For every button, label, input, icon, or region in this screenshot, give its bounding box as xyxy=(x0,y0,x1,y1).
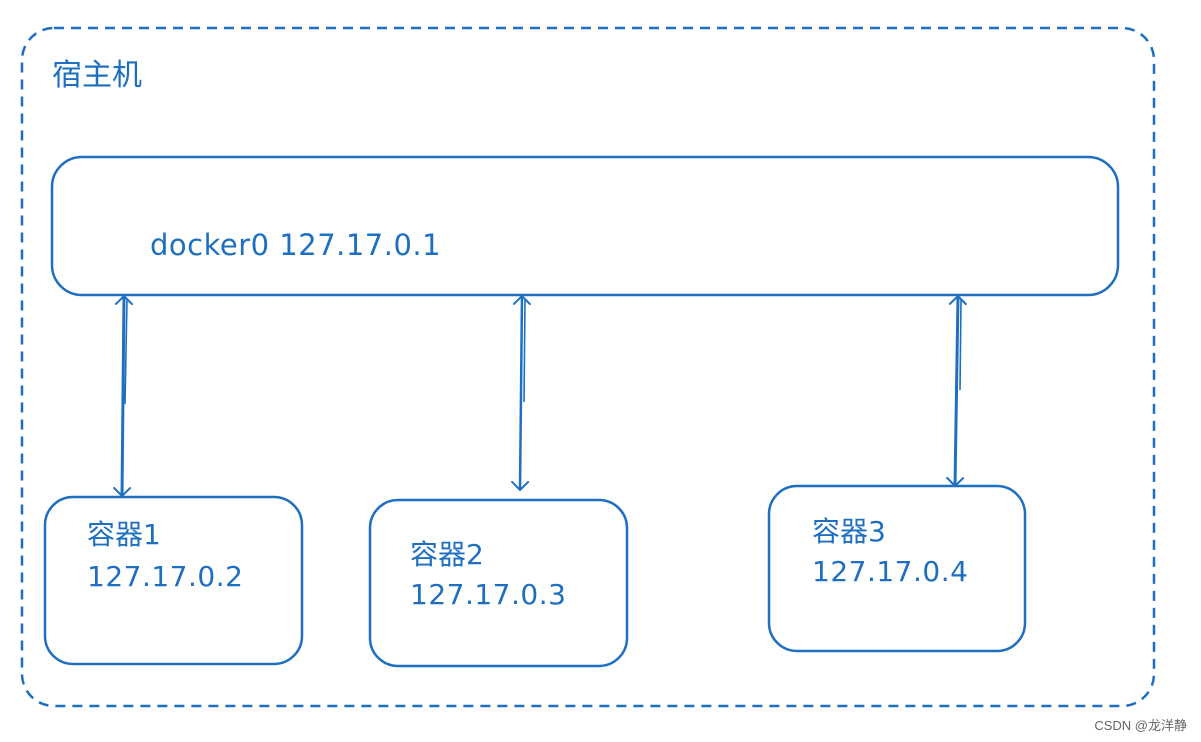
container-3-ip: 127.17.0.4 xyxy=(812,555,969,588)
container-2-ip: 127.17.0.3 xyxy=(410,578,567,611)
link-arrow-2 xyxy=(511,294,531,492)
bridge-box xyxy=(50,155,1120,297)
container-2-name: 容器2 xyxy=(410,538,484,571)
watermark: CSDN @龙洋静 xyxy=(1094,718,1187,733)
host-title: 宿主机 xyxy=(52,58,142,93)
container-1-name: 容器1 xyxy=(87,518,161,551)
container-box-1 xyxy=(43,495,304,666)
host-boundary xyxy=(20,26,1156,708)
link-arrow-3 xyxy=(946,294,967,488)
bridge-label: docker0 127.17.0.1 xyxy=(150,228,442,262)
container-1-ip: 127.17.0.2 xyxy=(87,560,244,593)
container-box-3 xyxy=(767,484,1027,653)
container-box-2 xyxy=(368,498,629,668)
container-3-name: 容器3 xyxy=(812,515,886,548)
link-arrow-1 xyxy=(113,294,133,498)
